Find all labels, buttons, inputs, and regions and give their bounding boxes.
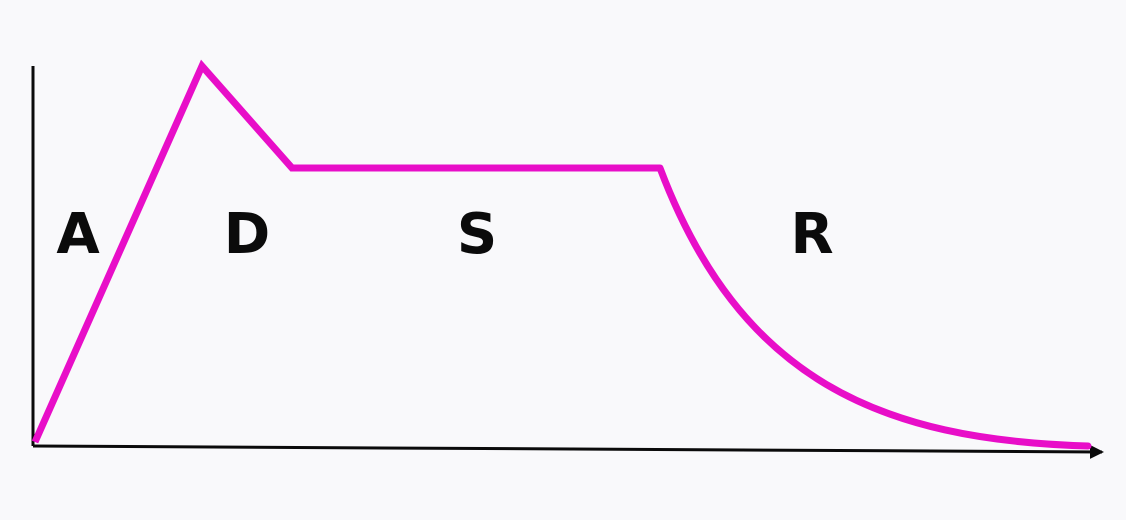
x-axis <box>32 444 1104 459</box>
envelope-release-curve <box>656 164 1092 450</box>
attack-label: A <box>56 202 100 267</box>
decay-label: D <box>224 202 270 267</box>
sustain-label: S <box>457 202 497 267</box>
release-label: R <box>790 202 833 267</box>
envelope-attack-decay-sustain <box>31 59 660 444</box>
